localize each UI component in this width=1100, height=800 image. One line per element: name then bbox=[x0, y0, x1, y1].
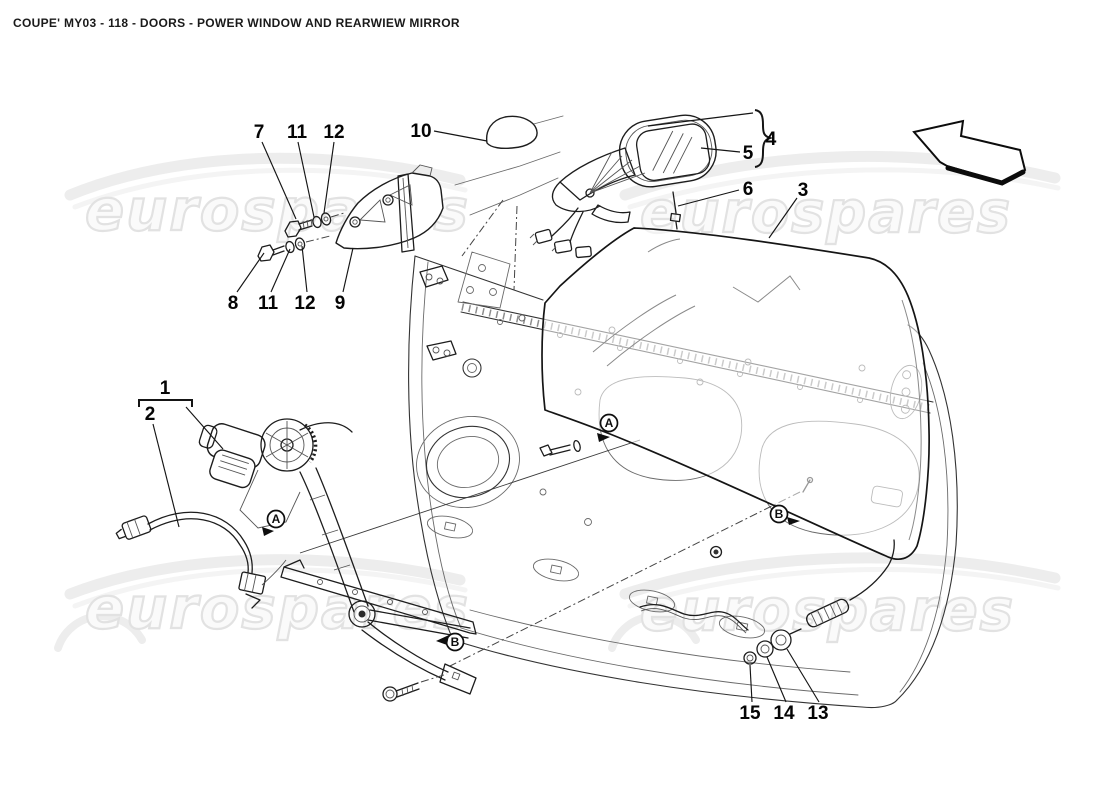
window-regulator-drawing bbox=[115, 418, 477, 702]
callout-5: 5 bbox=[743, 143, 754, 164]
callout-3-leader bbox=[768, 197, 798, 239]
callout-2-leader bbox=[152, 423, 180, 528]
direction-arrow-icon bbox=[912, 119, 1027, 186]
callout-15: 15 bbox=[739, 703, 761, 724]
callout-14-leader bbox=[766, 656, 787, 703]
callout-12-leader bbox=[301, 245, 308, 293]
callout-11: 11 bbox=[287, 122, 308, 143]
mirror-glass bbox=[635, 123, 711, 182]
callout-2: 2 bbox=[145, 404, 156, 425]
rail-holes bbox=[317, 579, 428, 615]
callout-12-leader bbox=[323, 141, 335, 214]
mirror-assembly-drawing bbox=[529, 114, 717, 259]
speaker-opening bbox=[416, 415, 520, 509]
callout-5-leader bbox=[700, 147, 741, 153]
callout-1-bracket bbox=[138, 399, 193, 407]
callout-4: 4 bbox=[766, 129, 777, 150]
ref-marker-A-0: A bbox=[262, 509, 286, 536]
ref-marker-layer: A A B B bbox=[262, 413, 800, 652]
callout-8: 8 bbox=[228, 293, 239, 314]
callout-10: 10 bbox=[410, 121, 431, 142]
ref-marker-B-2: B bbox=[436, 632, 465, 652]
svg-text:A: A bbox=[272, 512, 281, 526]
callout-15-leader bbox=[749, 664, 753, 703]
watermark-text-3: eurospares bbox=[640, 576, 1015, 644]
regulator-gear bbox=[260, 418, 353, 472]
door-hinges bbox=[419, 265, 457, 361]
pointer-triangle bbox=[787, 517, 800, 525]
bolt-7-washers bbox=[284, 212, 345, 238]
mirror-bracket-drawing bbox=[257, 164, 444, 262]
callout-11: 11 bbox=[258, 293, 279, 314]
callout-3: 3 bbox=[798, 180, 809, 201]
callout-1: 1 bbox=[160, 378, 171, 399]
pointer-triangle bbox=[436, 635, 449, 645]
callout-6-leader bbox=[677, 189, 740, 207]
pointer-triangle bbox=[597, 433, 610, 442]
gasket-drawing bbox=[485, 115, 538, 150]
callout-9: 9 bbox=[335, 293, 346, 314]
pointer-triangle bbox=[262, 527, 274, 536]
callout-10-leader bbox=[433, 130, 488, 142]
callout-12: 12 bbox=[323, 122, 344, 143]
callout-11-leader bbox=[270, 248, 291, 293]
mirror-wiring bbox=[529, 207, 592, 259]
callout-4-leader bbox=[647, 112, 754, 127]
regulator-harness bbox=[115, 511, 287, 609]
callout-14: 14 bbox=[773, 703, 795, 724]
mirror-stud bbox=[669, 191, 682, 230]
regulator-bolt bbox=[382, 673, 448, 702]
svg-text:B: B bbox=[775, 507, 784, 521]
sill-embossments bbox=[426, 515, 766, 639]
page-title: COUPE' MY03 - 118 - DOORS - POWER WINDOW… bbox=[13, 16, 460, 30]
callout-13: 13 bbox=[807, 703, 828, 724]
callout-8-leader bbox=[236, 252, 265, 293]
callout-7-leader bbox=[261, 141, 297, 220]
callout-12: 12 bbox=[294, 293, 315, 314]
door-glass-drawing bbox=[541, 227, 930, 561]
watermark-text-2: eurospares bbox=[85, 574, 470, 642]
mirror-base bbox=[551, 147, 646, 224]
callout-7: 7 bbox=[254, 122, 265, 143]
ref-marker-B-3: B bbox=[769, 504, 800, 525]
door-screw bbox=[539, 439, 581, 457]
bolt-8-washers bbox=[257, 235, 331, 262]
ref-marker-A-1: A bbox=[597, 413, 619, 442]
callout-11-leader bbox=[297, 141, 315, 218]
callout-1-leader bbox=[185, 406, 224, 450]
callout-4-brace bbox=[754, 109, 774, 168]
svg-text:B: B bbox=[451, 635, 460, 649]
callout-13-leader bbox=[786, 648, 820, 703]
door-cable-drawing bbox=[639, 539, 895, 665]
regulator-motor bbox=[198, 423, 266, 489]
svg-text:A: A bbox=[605, 416, 614, 430]
mirror-sail-panel bbox=[457, 251, 511, 309]
callout-9-leader bbox=[342, 247, 354, 293]
callout-6: 6 bbox=[743, 179, 754, 200]
